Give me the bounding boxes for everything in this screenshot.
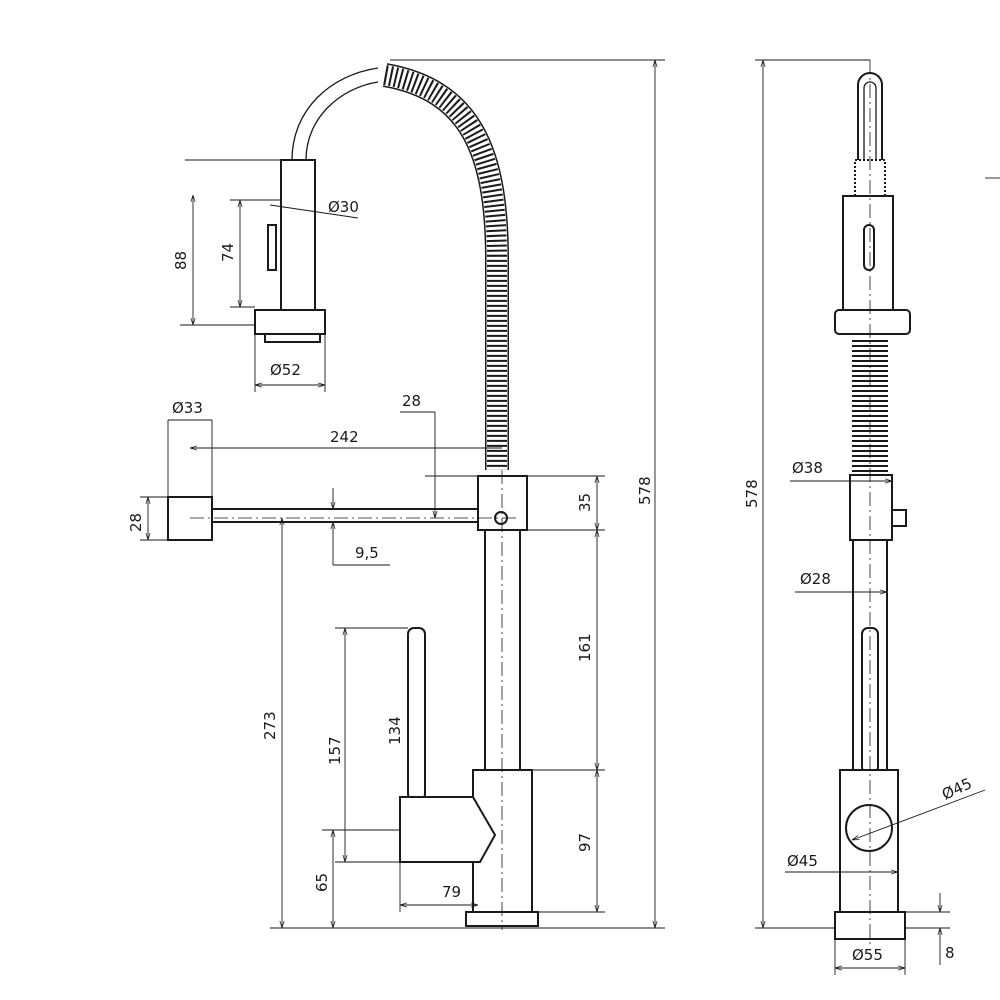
lever-top-height-label: 157 xyxy=(326,736,344,765)
spout-reach-label: 242 xyxy=(330,428,359,446)
spout-pipe-diameter-label: 9,5 xyxy=(355,544,379,562)
hose-loop-inner xyxy=(863,81,877,195)
head-diameter-label: Ø30 xyxy=(328,198,359,216)
handle-body xyxy=(399,796,497,863)
side-total-height-label: 578 xyxy=(743,479,761,508)
side-spray-button xyxy=(863,224,875,271)
body-diameter-label: Ø45 xyxy=(787,852,818,870)
base-diameter-label: Ø55 xyxy=(852,946,883,964)
spring-hose-fill xyxy=(383,64,508,470)
collar-height-label: 35 xyxy=(576,493,594,512)
front-view xyxy=(167,63,539,930)
lever-axis-height-label: 65 xyxy=(313,873,331,892)
side-view xyxy=(834,60,911,945)
spray-head xyxy=(280,159,316,311)
lever-length-label: 134 xyxy=(386,716,404,745)
tube-diameter-label: Ø28 xyxy=(800,570,831,588)
lever-offset-label: 79 xyxy=(442,883,461,901)
side-dimensions: 578 Ø38 Ø28 Ø45 Ø45 Ø55 8 xyxy=(743,59,1000,975)
spout-end-height-label: 28 xyxy=(127,513,145,532)
tube-height-label: 161 xyxy=(576,633,594,662)
spout-end xyxy=(167,496,213,541)
base-thickness-label: 8 xyxy=(945,944,955,962)
side-collar-knob xyxy=(891,509,907,527)
head-length-inner-label: 74 xyxy=(219,243,237,262)
lever xyxy=(407,627,426,801)
spout-end-diameter-label: Ø33 xyxy=(172,399,203,417)
head-length-outer-label: 88 xyxy=(172,251,190,270)
front-dimensions: 578 35 161 97 88 74 Ø30 Ø52 Ø33 242 28 2… xyxy=(127,59,665,929)
thin-hose xyxy=(291,67,379,161)
spout-height-label: 273 xyxy=(261,711,279,740)
body-height-label: 97 xyxy=(576,833,594,852)
spray-ring xyxy=(254,309,326,335)
side-spray-head xyxy=(842,195,894,311)
total-height-label: 578 xyxy=(636,476,654,505)
collar-diameter-label: Ø38 xyxy=(792,459,823,477)
spout-pipe xyxy=(209,508,479,523)
spray-button xyxy=(267,224,277,271)
body xyxy=(472,769,533,913)
handle-diameter-label: Ø45 xyxy=(939,774,975,803)
side-spray-ring xyxy=(834,309,911,335)
spring-coils xyxy=(383,65,507,470)
side-collar xyxy=(849,474,893,541)
thin-hose-inner xyxy=(305,81,379,161)
nozzle xyxy=(264,333,321,343)
spout-offset-label: 28 xyxy=(402,392,421,410)
nozzle-diameter-label: Ø52 xyxy=(270,361,301,379)
tube xyxy=(484,529,521,771)
